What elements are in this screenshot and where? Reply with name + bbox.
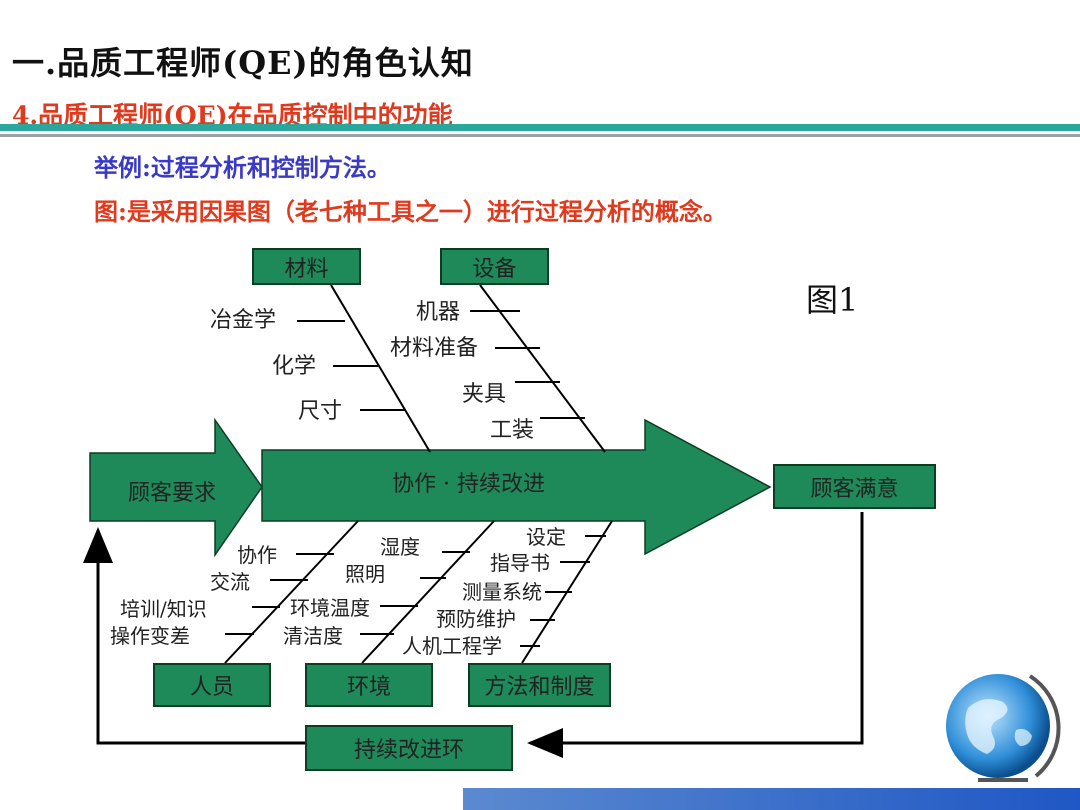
cause-label: 协作 (237, 545, 277, 565)
cause-label: 冶金学 (210, 310, 276, 332)
category-box-people: 人员 (153, 663, 271, 707)
cause-label: 预防维护 (436, 609, 516, 629)
cause-label: 工装 (490, 420, 534, 442)
globe-icon (938, 668, 1068, 788)
output-box: 顾客满意 (773, 464, 936, 509)
cause-label: 测量系统 (462, 582, 542, 602)
loop-box: 持续改进环 (305, 725, 513, 771)
cause-label: 夹具 (462, 384, 506, 406)
cause-label: 交流 (210, 572, 250, 592)
cause-label: 指导书 (490, 553, 550, 573)
cause-label: 湿度 (380, 537, 420, 557)
input-label: 顾客要求 (128, 483, 216, 505)
category-box-materials: 材料 (252, 248, 361, 285)
cause-label: 化学 (272, 356, 316, 378)
cause-label: 操作变差 (110, 626, 190, 646)
cause-label: 环境温度 (290, 598, 370, 618)
cause-label: 机器 (416, 302, 460, 324)
category-box-environment: 环境 (305, 663, 433, 707)
loop-right (530, 512, 862, 743)
cause-label: 人机工程学 (402, 636, 502, 656)
main-arrow-label: 协作 · 持续改进 (392, 474, 545, 496)
cause-label: 培训/知识 (120, 599, 207, 619)
cause-label: 设定 (526, 527, 566, 547)
cause-label: 尺寸 (298, 401, 342, 423)
cause-label: 材料准备 (390, 338, 478, 360)
footer-bar (463, 788, 1080, 810)
cause-label: 清洁度 (283, 626, 343, 646)
category-box-equipment: 设备 (440, 248, 549, 285)
cause-label: 照明 (345, 564, 385, 584)
category-box-methods: 方法和制度 (468, 663, 611, 707)
